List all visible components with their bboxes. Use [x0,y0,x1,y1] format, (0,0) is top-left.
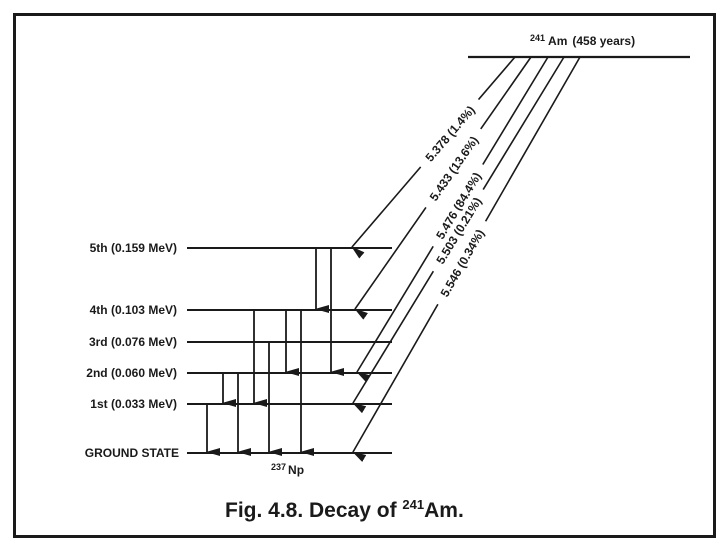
daughter-mass-number: 237 [271,462,286,472]
level-label-1st: 1st (0.033 MeV) [90,397,177,411]
caption-prefix: Fig. 4.8. Decay of [225,499,402,522]
alpha-label-backing [432,217,492,308]
alpha-label-backing [427,160,489,251]
level-label-ground: GROUND STATE [85,446,179,460]
parent-half-life: (458 years) [572,34,635,48]
level-label-3rd: 3rd (0.076 MeV) [89,335,177,349]
alpha-transitions: 5.378 (1.4%)5.433 (13.6%)5.476 (84.4%)5.… [351,56,581,462]
alpha-label-backing [420,125,487,212]
daughter-symbol: Np [288,463,304,477]
caption-mass-number: 241 [402,497,424,512]
alpha-label-backing [427,185,490,276]
figure-border [13,13,716,538]
level-label-4th: 4th (0.103 MeV) [90,303,177,317]
parent-symbol: Am [548,34,567,48]
level-label-5th: 5th (0.159 MeV) [90,241,177,255]
parent-mass-number: 241 [530,33,545,43]
caption-symbol: Am. [424,499,464,522]
gamma-transitions [206,248,344,456]
level-label-2nd: 2nd (0.060 MeV) [86,366,177,380]
alpha-label-backing [415,95,484,172]
figure-caption: Fig. 4.8. Decay of 241Am. [225,497,464,522]
